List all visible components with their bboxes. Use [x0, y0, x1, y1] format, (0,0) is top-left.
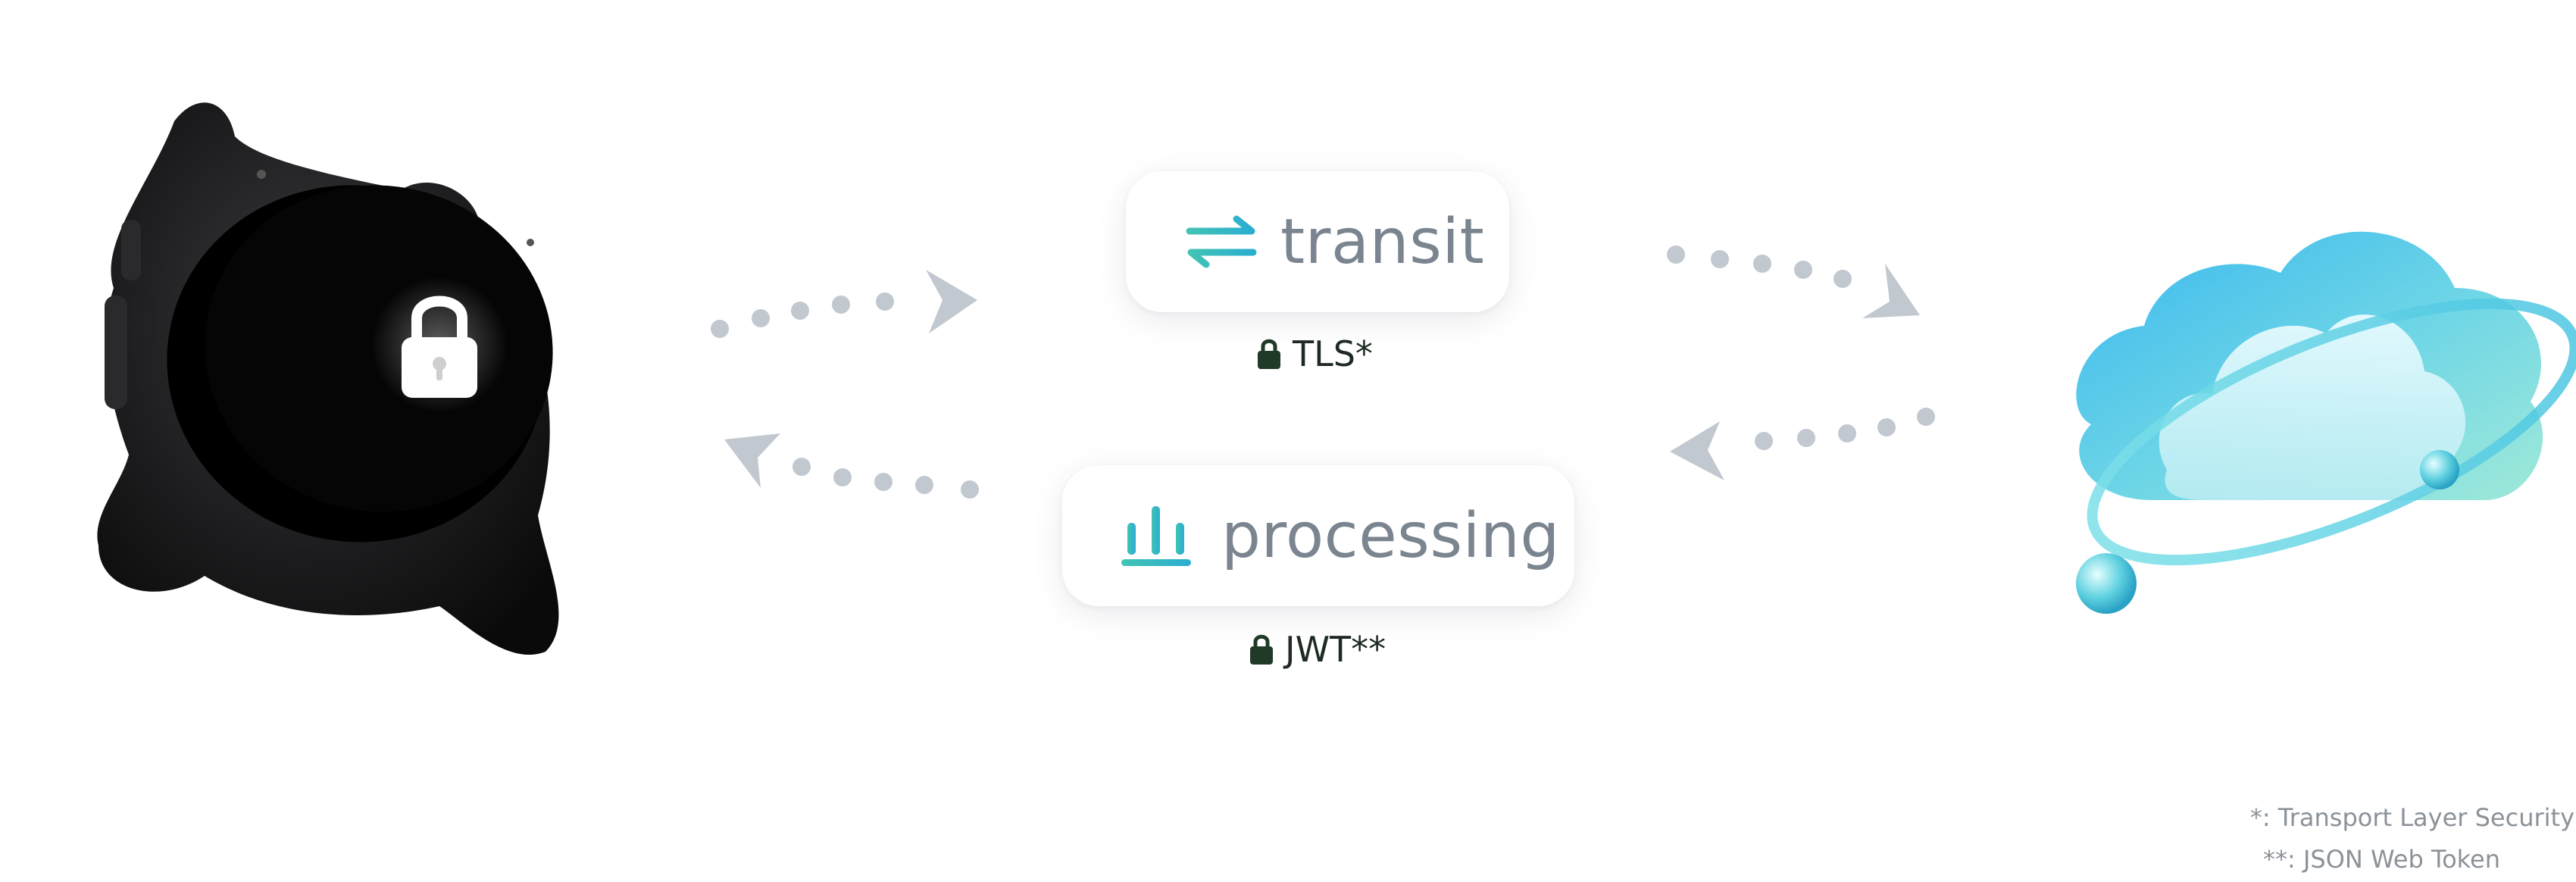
footnote-tls: *: Transport Layer Security — [2249, 803, 2574, 832]
transit-card: transit — [1126, 171, 1509, 312]
arrow-transit-to-cloud — [1667, 246, 1920, 318]
processing-label: processing — [1221, 499, 1560, 572]
processing-card: processing — [1062, 465, 1574, 606]
footnote-jwt: **: JSON Web Token — [2263, 845, 2500, 874]
swap-arrows-icon — [1186, 215, 1257, 268]
tls-label: TLS* — [1293, 333, 1373, 374]
arrow-device-to-transit — [711, 270, 977, 338]
lock-icon — [1258, 339, 1280, 369]
wearable-device-image — [97, 102, 559, 655]
lock-icon — [1250, 634, 1273, 665]
jwt-label: JWT** — [1285, 629, 1386, 670]
transit-label: transit — [1280, 205, 1485, 278]
cloud-server-image — [2076, 231, 2576, 614]
tls-tag: TLS* — [1256, 333, 1373, 374]
arrow-cloud-to-processing — [1670, 408, 1935, 480]
jwt-tag: JWT** — [1249, 629, 1386, 670]
arrow-processing-to-device — [724, 433, 979, 499]
device-lock-icon — [402, 296, 477, 398]
bar-chart-icon — [1121, 506, 1191, 566]
